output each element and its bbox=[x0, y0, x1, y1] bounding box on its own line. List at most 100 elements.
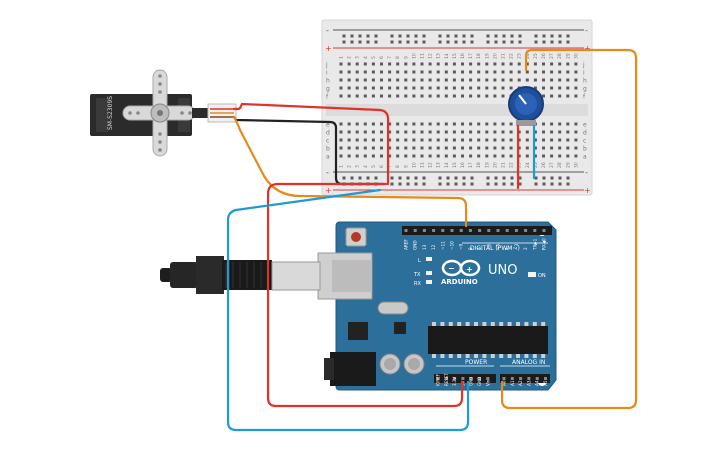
breadboard-hole[interactable] bbox=[542, 122, 545, 126]
rail-hole[interactable] bbox=[446, 176, 450, 180]
breadboard-hole[interactable] bbox=[428, 122, 432, 126]
analog-header-pin[interactable] bbox=[535, 377, 539, 380]
breadboard-hole[interactable] bbox=[339, 154, 343, 158]
rail-hole[interactable] bbox=[502, 182, 506, 186]
breadboard-hole[interactable] bbox=[493, 62, 497, 66]
power-header-pin[interactable] bbox=[453, 377, 457, 380]
breadboard-hole[interactable] bbox=[363, 86, 367, 90]
breadboard-hole[interactable] bbox=[347, 130, 351, 134]
breadboard-hole[interactable] bbox=[412, 138, 416, 142]
breadboard-hole[interactable] bbox=[355, 62, 359, 66]
rail-hole[interactable] bbox=[470, 176, 474, 180]
rail-hole[interactable] bbox=[558, 176, 562, 180]
breadboard-hole[interactable] bbox=[428, 146, 432, 150]
breadboard-hole[interactable] bbox=[517, 78, 521, 82]
breadboard-hole[interactable] bbox=[380, 146, 383, 150]
breadboard-hole[interactable] bbox=[412, 78, 416, 82]
breadboard-hole[interactable] bbox=[404, 122, 408, 126]
breadboard-hole[interactable] bbox=[550, 70, 554, 74]
analog-header-pin[interactable] bbox=[544, 377, 547, 380]
breadboard-hole[interactable] bbox=[380, 130, 383, 134]
breadboard-hole[interactable] bbox=[404, 130, 408, 134]
rail-hole[interactable] bbox=[566, 34, 570, 38]
wire-servo-signal-orange[interactable] bbox=[232, 115, 468, 228]
breadboard-hole[interactable] bbox=[477, 138, 481, 142]
breadboard-hole[interactable] bbox=[469, 78, 473, 82]
rail-hole[interactable] bbox=[510, 34, 514, 38]
breadboard-hole[interactable] bbox=[444, 130, 448, 134]
breadboard-hole[interactable] bbox=[388, 70, 392, 74]
breadboard-hole[interactable] bbox=[517, 62, 521, 66]
breadboard-hole[interactable] bbox=[550, 86, 554, 90]
breadboard-hole[interactable] bbox=[477, 70, 481, 74]
breadboard-hole[interactable] bbox=[452, 86, 456, 90]
breadboard-hole[interactable] bbox=[558, 62, 562, 66]
breadboard-hole[interactable] bbox=[566, 94, 570, 98]
breadboard-hole[interactable] bbox=[347, 86, 351, 90]
breadboard-hole[interactable] bbox=[550, 130, 554, 134]
breadboard-hole[interactable] bbox=[485, 94, 489, 98]
rail-hole[interactable] bbox=[510, 40, 514, 44]
rail-hole[interactable] bbox=[494, 176, 498, 180]
breadboard-hole[interactable] bbox=[371, 70, 375, 74]
breadboard-hole[interactable] bbox=[412, 122, 416, 126]
breadboard-hole[interactable] bbox=[461, 146, 464, 150]
breadboard-hole[interactable] bbox=[525, 70, 529, 74]
breadboard-hole[interactable] bbox=[517, 154, 521, 158]
breadboard-hole[interactable] bbox=[469, 154, 473, 158]
breadboard-hole[interactable] bbox=[355, 94, 359, 98]
breadboard-hole[interactable] bbox=[550, 78, 554, 82]
breadboard-hole[interactable] bbox=[428, 94, 432, 98]
rail-hole[interactable] bbox=[422, 40, 426, 44]
breadboard-hole[interactable] bbox=[501, 78, 505, 82]
breadboard-hole[interactable] bbox=[477, 62, 481, 66]
analog-header-pin[interactable] bbox=[510, 377, 514, 380]
breadboard-hole[interactable] bbox=[469, 146, 473, 150]
breadboard-hole[interactable] bbox=[525, 154, 529, 158]
breadboard-hole[interactable] bbox=[371, 138, 375, 142]
breadboard-hole[interactable] bbox=[420, 78, 424, 82]
breadboard-hole[interactable] bbox=[477, 130, 481, 134]
breadboard-hole[interactable] bbox=[493, 122, 497, 126]
breadboard-hole[interactable] bbox=[412, 154, 416, 158]
breadboard-hole[interactable] bbox=[371, 130, 375, 134]
breadboard-hole[interactable] bbox=[542, 78, 545, 82]
rail-hole[interactable] bbox=[374, 176, 378, 180]
breadboard-hole[interactable] bbox=[404, 62, 408, 66]
breadboard-hole[interactable] bbox=[388, 154, 392, 158]
breadboard-hole[interactable] bbox=[436, 154, 440, 158]
breadboard-hole[interactable] bbox=[444, 94, 448, 98]
rail-hole[interactable] bbox=[534, 34, 538, 38]
rail-hole[interactable] bbox=[470, 182, 474, 186]
rail-hole[interactable] bbox=[454, 40, 458, 44]
rail-hole[interactable] bbox=[350, 40, 354, 44]
wire-5v-red[interactable] bbox=[266, 182, 464, 408]
breadboard-hole[interactable] bbox=[339, 138, 343, 142]
breadboard-hole[interactable] bbox=[501, 62, 505, 66]
breadboard-hole[interactable] bbox=[477, 86, 481, 90]
rail-hole[interactable] bbox=[438, 176, 442, 180]
rail-hole[interactable] bbox=[398, 40, 402, 44]
breadboard-hole[interactable] bbox=[428, 130, 432, 134]
breadboard-hole[interactable] bbox=[347, 146, 351, 150]
breadboard-hole[interactable] bbox=[355, 138, 359, 142]
breadboard-hole[interactable] bbox=[525, 146, 529, 150]
breadboard-hole[interactable] bbox=[558, 94, 562, 98]
breadboard-hole[interactable] bbox=[420, 154, 424, 158]
power-header-pin[interactable] bbox=[478, 377, 481, 380]
power-header-pin[interactable] bbox=[461, 377, 465, 380]
breadboard-hole[interactable] bbox=[558, 122, 562, 126]
rail-hole[interactable] bbox=[454, 182, 458, 186]
breadboard-hole[interactable] bbox=[396, 94, 400, 98]
breadboard-hole[interactable] bbox=[469, 86, 473, 90]
breadboard-hole[interactable] bbox=[444, 70, 448, 74]
rail-hole[interactable] bbox=[566, 176, 570, 180]
breadboard-hole[interactable] bbox=[493, 154, 497, 158]
breadboard-hole[interactable] bbox=[380, 94, 383, 98]
breadboard-hole[interactable] bbox=[469, 138, 473, 142]
breadboard-hole[interactable] bbox=[347, 138, 351, 142]
breadboard-hole[interactable] bbox=[485, 146, 489, 150]
breadboard-hole[interactable] bbox=[469, 130, 473, 134]
rail-hole[interactable] bbox=[518, 40, 522, 44]
